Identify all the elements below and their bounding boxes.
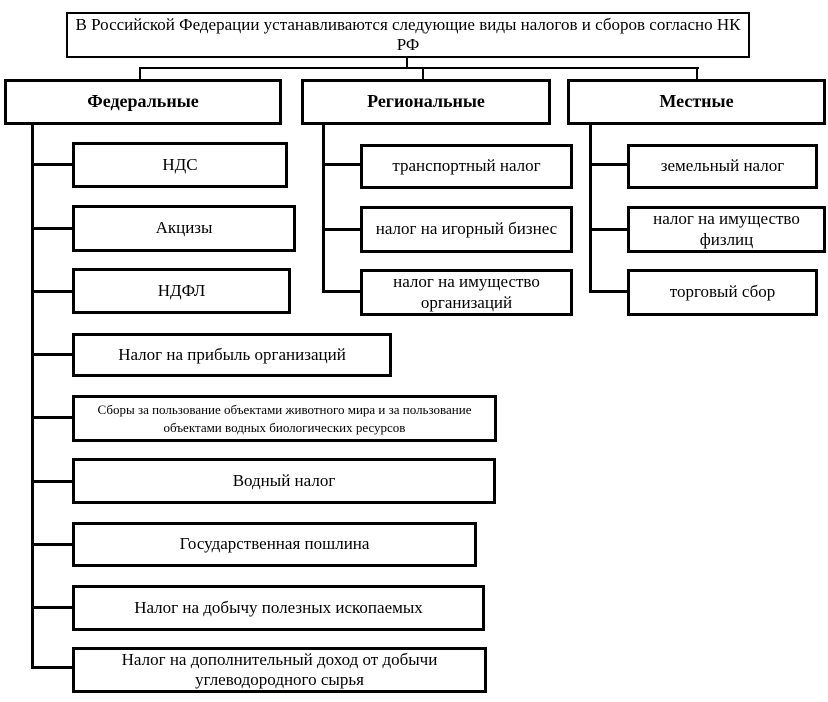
connector-line bbox=[31, 227, 72, 230]
connector-line bbox=[31, 163, 72, 166]
header-regional: Региональные bbox=[301, 79, 551, 125]
regional-item-gambling-tax: налог на игорный бизнес bbox=[360, 206, 573, 253]
header-local: Местные bbox=[567, 79, 826, 125]
federal-item-nds: НДС bbox=[72, 142, 288, 188]
connector-line bbox=[406, 58, 408, 68]
header-federal: Федеральные bbox=[4, 79, 282, 125]
connector-trunk-federal bbox=[31, 123, 34, 669]
federal-item-state-duty: Государственная пошлина bbox=[72, 522, 477, 567]
regional-item-transport-tax: транспортный налог bbox=[360, 144, 573, 189]
diagram-title-box: В Российской Федерации устанавливаются с… bbox=[66, 12, 750, 58]
connector-trunk-regional bbox=[322, 123, 325, 293]
connector-line bbox=[322, 163, 360, 166]
connector-line bbox=[322, 228, 360, 231]
connector-line bbox=[422, 67, 424, 80]
connector-line bbox=[139, 67, 141, 80]
connector-line bbox=[31, 480, 72, 483]
connector-line bbox=[31, 543, 72, 546]
connector-line bbox=[589, 290, 627, 293]
local-item-personal-property-tax: налог на имущество физлиц bbox=[627, 206, 826, 253]
regional-item-org-property-tax: налог на имущество организаций bbox=[360, 269, 573, 316]
connector-trunk-local bbox=[589, 123, 592, 293]
connector-line bbox=[322, 290, 360, 293]
federal-item-mineral-extraction-tax: Налог на добычу полезных ископаемых bbox=[72, 585, 485, 631]
federal-item-fauna-water-fees: Сборы за пользование объектами животного… bbox=[72, 395, 497, 442]
federal-item-profit-tax: Налог на прибыль организаций bbox=[72, 333, 392, 377]
connector-line bbox=[31, 290, 72, 293]
federal-item-hydrocarbon-income-tax: Налог на дополнительный доход от добычи … bbox=[72, 647, 487, 693]
local-item-land-tax: земельный налог bbox=[627, 144, 818, 189]
connector-line bbox=[31, 416, 72, 419]
connector-line bbox=[589, 163, 627, 166]
connector-line bbox=[589, 228, 627, 231]
connector-line bbox=[139, 67, 699, 69]
connector-line bbox=[31, 666, 72, 669]
connector-line bbox=[31, 353, 72, 356]
federal-item-akcizy: Акцизы bbox=[72, 205, 296, 252]
connector-line bbox=[31, 606, 72, 609]
federal-item-water-tax: Водный налог bbox=[72, 458, 496, 504]
federal-item-ndfl: НДФЛ bbox=[72, 268, 291, 314]
local-item-trade-fee: торговый сбор bbox=[627, 269, 818, 316]
connector-line bbox=[696, 67, 698, 80]
